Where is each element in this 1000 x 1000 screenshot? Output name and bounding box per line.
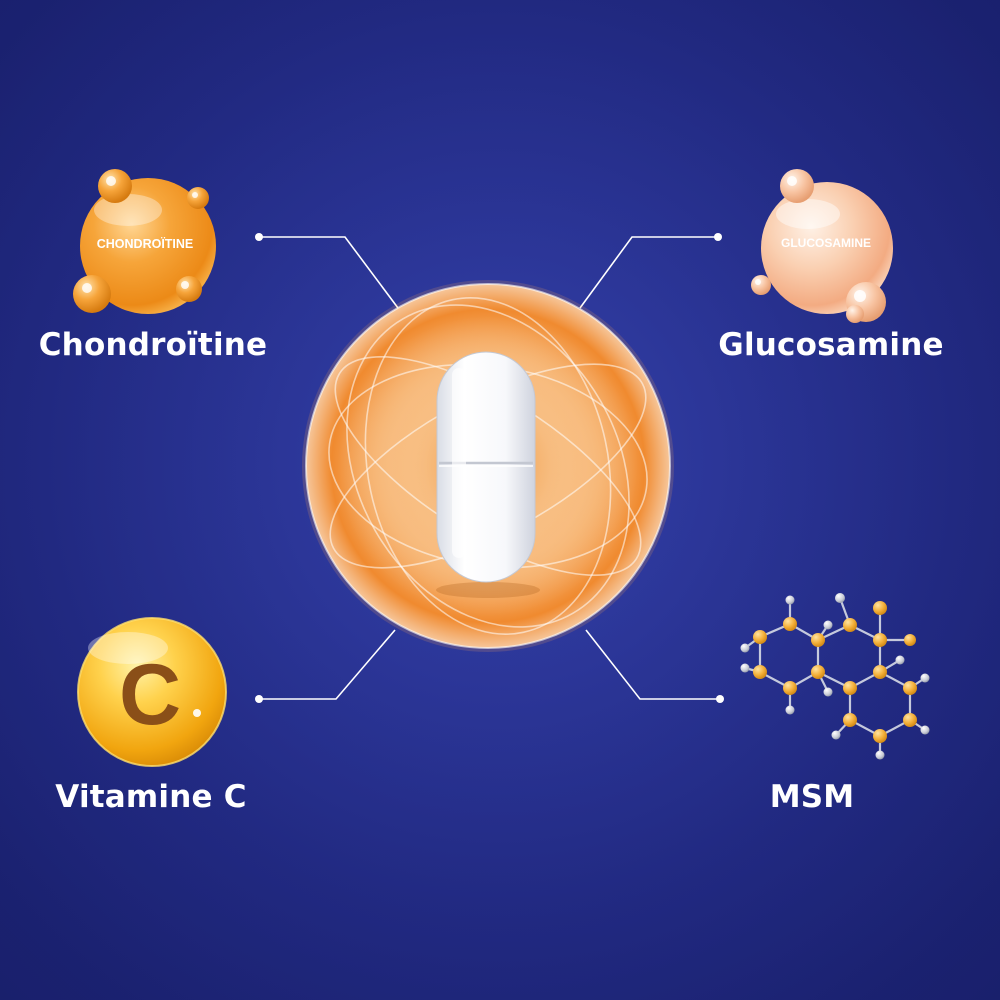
capsule-icon (436, 351, 540, 598)
connector-vitamin-c (255, 629, 396, 703)
connector-msm (585, 629, 724, 703)
vitamin-c-letter: C (119, 647, 181, 743)
connector-lines (255, 233, 724, 703)
chondroitine-label: Chondroïtine (38, 327, 268, 363)
vitamin-c-label: Vitamine C (55, 779, 247, 815)
vitamin-c-icon: C (77, 617, 227, 767)
msm-label: MSM (769, 779, 855, 815)
glucosamine-badge-text: GLUCOSAMINE (781, 236, 871, 250)
chondroitine-badge-text: CHONDROÏTINE (97, 236, 194, 251)
connector-glucosamine (579, 233, 722, 309)
glucosamine-label: Glucosamine (718, 327, 944, 363)
central-orb (302, 280, 674, 652)
connector-chondroitine (255, 233, 399, 309)
msm-molecular-structure-icon (740, 593, 930, 760)
glucosamine-molecule-icon: GLUCOSAMINE (751, 169, 893, 323)
chondroitine-molecule-icon: CHONDROÏTINE (73, 169, 216, 314)
